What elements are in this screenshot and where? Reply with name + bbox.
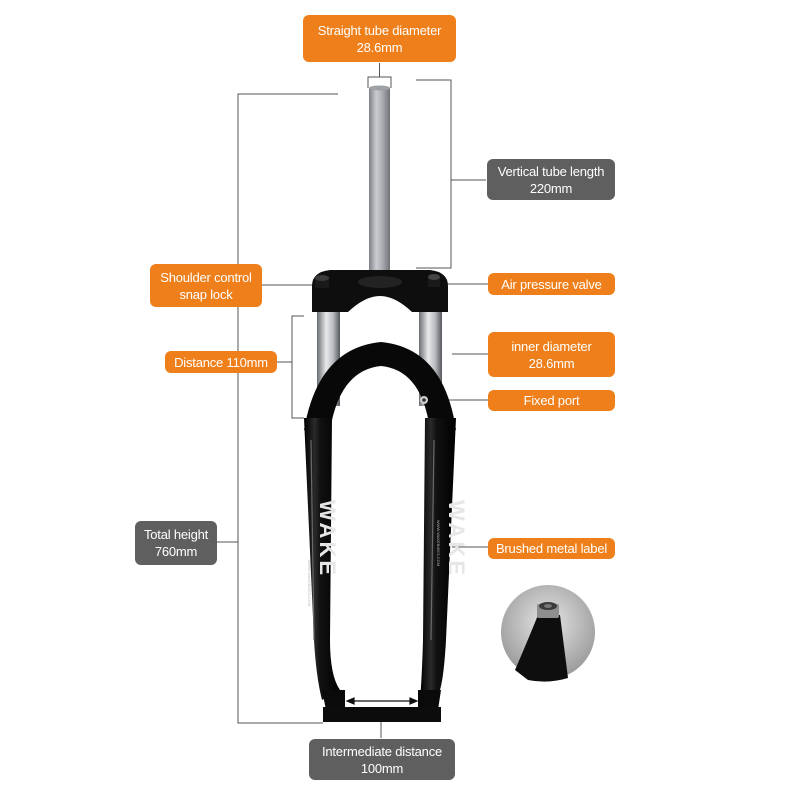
vertical-tube-length-label: Vertical tube length 220mm (487, 159, 615, 200)
right-leg-website-text: WWW.WAKEBIKES.COM (436, 520, 441, 566)
shoulder-lock-label: Shoulder control snap lock (150, 264, 262, 307)
right-dropout (418, 690, 441, 710)
air-valve-label: Air pressure valve (488, 273, 615, 295)
steerer-tube (369, 88, 390, 272)
left-lower-leg (304, 418, 340, 700)
axle-spacing-line2: 100mm (360, 760, 404, 776)
left-leg-website-text: WWW.WAKEBIKES.COM (307, 560, 312, 606)
axle-spacing-arrow (345, 697, 419, 705)
fixed-port-detail-inset (501, 585, 595, 682)
vertical-tube-length-line1: Vertical tube length (497, 163, 605, 179)
total-height-label: Total height 760mm (135, 521, 217, 565)
axle-bar (323, 707, 441, 722)
brushed-label-line1: Brushed metal label (495, 541, 608, 556)
right-lower-leg (420, 418, 456, 700)
steerer-diameter-line2: 28.6mm (356, 39, 403, 55)
total-height-line2: 760mm (154, 544, 198, 559)
travel-distance-label: Distance 110mm (165, 351, 277, 373)
leader-lines (217, 63, 488, 738)
left-dropout (322, 690, 345, 710)
axle-spacing-label: Intermediate distance 100mm (309, 739, 455, 780)
inner-diameter-line1: inner diameter (511, 338, 592, 354)
air-valve-line1: Air pressure valve (501, 276, 602, 292)
fork-crown (312, 270, 448, 312)
fixed-port-label: Fixed port (488, 390, 615, 411)
travel-distance-line1: Distance 110mm (174, 354, 268, 370)
inner-diameter-line2: 28.6mm (528, 355, 575, 371)
right-leg-brand-text: WAKE (444, 500, 469, 578)
steerer-top (369, 85, 390, 91)
fixed-port-line1: Fixed port (523, 393, 580, 408)
vertical-tube-length-line2: 220mm (529, 180, 573, 196)
shoulder-lock-knob (315, 275, 329, 288)
steerer-diameter-label: Straight tube diameter 28.6mm (303, 15, 456, 62)
air-valve-cap (428, 274, 440, 287)
inner-diameter-label: inner diameter 28.6mm (488, 332, 615, 377)
shoulder-lock-line2: snap lock (179, 286, 233, 302)
left-leg-highlight (310, 439, 315, 641)
total-height-line1: Total height (143, 527, 209, 542)
right-leg-highlight (430, 439, 435, 641)
fixed-port-bolt (420, 396, 428, 404)
steerer-diameter-line1: Straight tube diameter (317, 22, 442, 38)
brushed-label-label: Brushed metal label (488, 538, 615, 559)
crown-cap (358, 276, 402, 288)
axle-spacing-line1: Intermediate distance (321, 743, 443, 759)
shoulder-lock-line1: Shoulder control (160, 269, 252, 285)
fork-arch (304, 342, 456, 430)
left-leg-brand-text: WAKE (315, 500, 340, 578)
